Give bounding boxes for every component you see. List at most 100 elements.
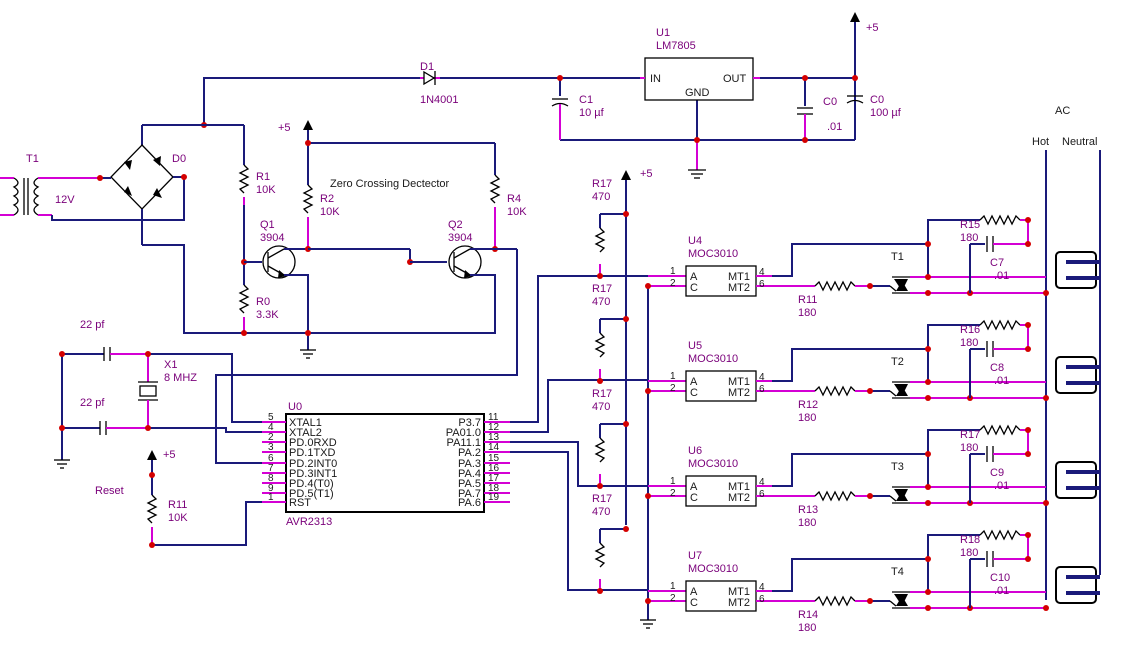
opto-pin-num: 2	[670, 593, 676, 604]
q1-part: 3904	[260, 232, 284, 244]
snubber-cap-ref: C9	[990, 467, 1004, 479]
opto-part: MOC3010	[688, 353, 738, 365]
mcu-ref: U0	[288, 401, 302, 413]
mcu-pin-name: PD.2INT0	[289, 458, 337, 470]
mcu-pin-num: 19	[488, 492, 500, 503]
ac-mains	[1045, 150, 1101, 600]
opto-pin-num: 6	[759, 489, 765, 500]
opto-pin-num: 2	[670, 383, 676, 394]
opto-pin-num: 1	[670, 266, 676, 277]
transformer-value: 12V	[55, 194, 75, 206]
opto-pin-name: C	[690, 492, 698, 504]
triac-ref: T3	[891, 461, 904, 473]
regulator-pin-in: IN	[650, 73, 661, 85]
transformer-symbol	[0, 177, 100, 216]
outlet-icon	[1055, 251, 1100, 289]
ac-neutral-label: Neutral	[1062, 136, 1097, 148]
q2-ref: Q2	[448, 219, 463, 231]
gate-resistor-value: 180	[798, 307, 816, 319]
mcu-pin-num: 13	[488, 432, 500, 443]
pullup-value: 470	[592, 191, 610, 203]
mcu-pin-num: 6	[268, 453, 274, 464]
mcu-pin-num: 1	[268, 492, 274, 503]
pullup-ref: R17	[592, 388, 612, 400]
snubber-resistor-ref: R18	[960, 534, 980, 546]
mcu-pin-name: PD.3INT1	[289, 468, 337, 480]
outlet-icon	[1055, 461, 1100, 499]
r0-value: 3.3K	[256, 309, 279, 321]
mcu-pin-num: 4	[268, 422, 274, 433]
mcu-pin-name: XTAL1	[289, 417, 322, 429]
mcu-output-wires	[510, 275, 648, 591]
opto-pin-num: 6	[759, 384, 765, 395]
pullup-value: 470	[592, 296, 610, 308]
pullup-value: 470	[592, 506, 610, 518]
opto-pin-name: MT2	[728, 492, 750, 504]
triac-channel: R1747012ACMT1MT246U5MOC3010R12180T2R1618…	[592, 283, 1100, 424]
mcu-pin-name: PA01.0	[446, 427, 481, 439]
diode-symbol	[423, 70, 436, 86]
triac-channel: R1747012ACMT1MT246U4MOC3010R11180T1R1518…	[592, 178, 1100, 319]
mcu-pin-num: 2	[268, 432, 274, 443]
mcu-pin-name: PA.3	[458, 458, 481, 470]
opto-pin-num: 4	[759, 372, 765, 383]
opto-pin-num: 4	[759, 267, 765, 278]
triac-symbol	[889, 381, 910, 399]
mcu-pin-num: 9	[268, 483, 274, 494]
ground-icon	[688, 169, 706, 179]
ac-hot-label: Hot	[1032, 136, 1049, 148]
triac-symbol	[889, 276, 910, 294]
opto-pin-num: 4	[759, 477, 765, 488]
bridge-rectifier	[51, 124, 244, 334]
mcu-part: AVR2313	[286, 516, 332, 528]
diode-ref: D1	[420, 61, 434, 73]
mcu-right-pins: 11 P3.7 12 PA01.0 13 PA11.1 14 PA.2 15 P…	[446, 412, 500, 509]
triac-channel: R1747012ACMT1MT246U7MOC3010R14180T4R1818…	[592, 493, 1100, 634]
snubber-resistor-value: 180	[960, 442, 978, 454]
pullup-value: 470	[592, 401, 610, 413]
mcu-pin-num: 3	[268, 442, 274, 453]
triac-ref: T2	[891, 356, 904, 368]
triac-ref: T1	[891, 251, 904, 263]
crystal-circuit	[54, 347, 262, 469]
opto-pin-name: A	[690, 586, 698, 598]
opto-pin-name: C	[690, 387, 698, 399]
reset-resistor-value: 10K	[168, 512, 188, 524]
opto-pin-name: A	[690, 376, 698, 388]
opto-pin-num: 1	[670, 476, 676, 487]
reset-label: Reset	[95, 485, 124, 497]
triac-symbol	[889, 486, 910, 504]
mcu-pin-num: 16	[488, 463, 500, 474]
opto-pin-name: MT2	[728, 282, 750, 294]
mcu-ic	[262, 413, 510, 513]
r0-ref: R0	[256, 296, 270, 308]
pullup-ref: R17	[592, 493, 612, 505]
supply-label-zcd: +5	[278, 122, 291, 134]
reset-circuit	[146, 450, 262, 548]
snubber-cap-value: .01	[994, 585, 1009, 597]
opto-pin-num: 2	[670, 278, 676, 289]
gate-resistor-ref: R11	[798, 294, 817, 306]
crystal-value: 8 MHZ	[164, 372, 197, 384]
mcu-pin-num: 18	[488, 483, 500, 494]
mcu-left-pins: 5 XTAL1 4 XTAL2 2 PD.0RXD 3 PD.1TXD 6 PD…	[268, 412, 337, 509]
opto-part: MOC3010	[688, 248, 738, 260]
opto-ref: U5	[688, 340, 702, 352]
c0b-ref: C0	[870, 94, 884, 106]
c0a-value: .01	[827, 121, 842, 133]
mcu-pin-name: PD.5(T1)	[289, 488, 334, 500]
q2-part: 3904	[448, 232, 472, 244]
zero-crossing-circuit	[215, 120, 518, 464]
triac-symbol	[889, 591, 910, 609]
mcu-pin-name: PA.6	[458, 497, 481, 509]
gate-resistor-ref: R14	[798, 609, 818, 621]
opto-pin-name: C	[690, 597, 698, 609]
reset-resistor-ref: R11	[168, 499, 187, 511]
mcu-pin-name: PA.4	[458, 468, 481, 480]
snubber-cap-ref: C10	[990, 572, 1010, 584]
opto-pin-name: MT2	[728, 597, 750, 609]
supply-label-reset: +5	[163, 449, 176, 461]
opto-pin-num: 6	[759, 279, 765, 290]
regulator-part: LM7805	[656, 40, 696, 52]
